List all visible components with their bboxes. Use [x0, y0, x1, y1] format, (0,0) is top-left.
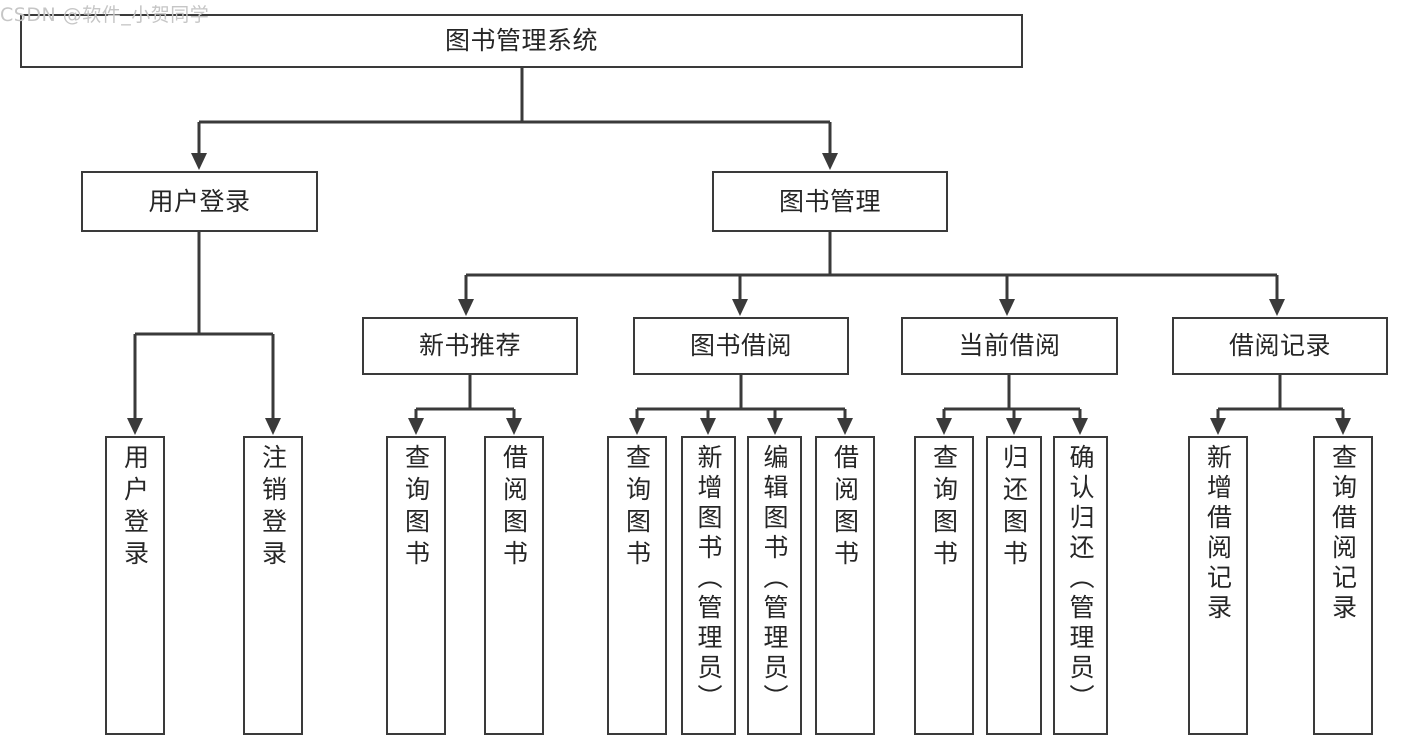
node-leaf-leaf-borrow-book-2[interactable]: 借阅图书 [815, 436, 875, 735]
node-leaf-leaf-query-book-2[interactable]: 查询图书 [607, 436, 667, 735]
node-leaf-leaf-user-login[interactable]: 用户登录 [105, 436, 165, 735]
node-label: 借阅图书 [499, 444, 529, 572]
node-label: 编辑图书（管理员） [760, 444, 789, 714]
node-root[interactable]: 图书管理系统 [20, 14, 1023, 68]
node-leaf-leaf-add-borrow-record[interactable]: 新增借阅记录 [1188, 436, 1248, 735]
node-label: 用户登录 [120, 444, 150, 572]
node-leaf-leaf-query-borrow-record[interactable]: 查询借阅记录 [1313, 436, 1373, 735]
node-label: 用户登录 [148, 186, 251, 216]
node-leaf-leaf-edit-book-admin[interactable]: 编辑图书（管理员） [747, 436, 802, 735]
node-leaf-leaf-query-book-1[interactable]: 查询图书 [386, 436, 446, 735]
node-level3-borrow-record[interactable]: 借阅记录 [1172, 317, 1388, 375]
node-leaf-leaf-query-book-3[interactable]: 查询图书 [914, 436, 974, 735]
node-label: 查询图书 [401, 444, 431, 572]
node-label: 借阅图书 [830, 444, 860, 572]
node-level3-current-borrow[interactable]: 当前借阅 [901, 317, 1118, 375]
node-label: 图书借阅 [689, 331, 792, 361]
node-leaf-leaf-borrow-book-1[interactable]: 借阅图书 [484, 436, 544, 735]
node-label: 图书管理 [778, 186, 881, 216]
node-label: 查询借阅记录 [1328, 444, 1358, 624]
node-label: 当前借阅 [958, 331, 1061, 361]
node-leaf-leaf-add-book-admin[interactable]: 新增图书（管理员） [681, 436, 736, 735]
node-leaf-leaf-return-book[interactable]: 归还图书 [986, 436, 1042, 735]
node-level2-book-manage[interactable]: 图书管理 [712, 171, 948, 232]
node-label: 确认归还（管理员） [1066, 444, 1095, 714]
watermark-text: CSDN @软件_小贺同学 [0, 4, 210, 26]
node-label: 新增图书（管理员） [694, 444, 723, 714]
node-leaf-leaf-confirm-return-admin[interactable]: 确认归还（管理员） [1053, 436, 1108, 735]
node-level3-new-book-recommend[interactable]: 新书推荐 [362, 317, 578, 375]
node-label: 注销登录 [258, 444, 288, 572]
node-label: 新增借阅记录 [1203, 444, 1233, 624]
node-label: 查询图书 [929, 444, 959, 572]
node-label: 借阅记录 [1228, 331, 1331, 361]
node-label: 图书管理系统 [444, 26, 598, 56]
node-label: 新书推荐 [418, 331, 521, 361]
node-label: 归还图书 [999, 444, 1029, 572]
node-level3-book-borrow[interactable]: 图书借阅 [633, 317, 849, 375]
node-leaf-leaf-logout[interactable]: 注销登录 [243, 436, 303, 735]
node-label: 查询图书 [622, 444, 652, 572]
node-level2-user-login[interactable]: 用户登录 [81, 171, 318, 232]
